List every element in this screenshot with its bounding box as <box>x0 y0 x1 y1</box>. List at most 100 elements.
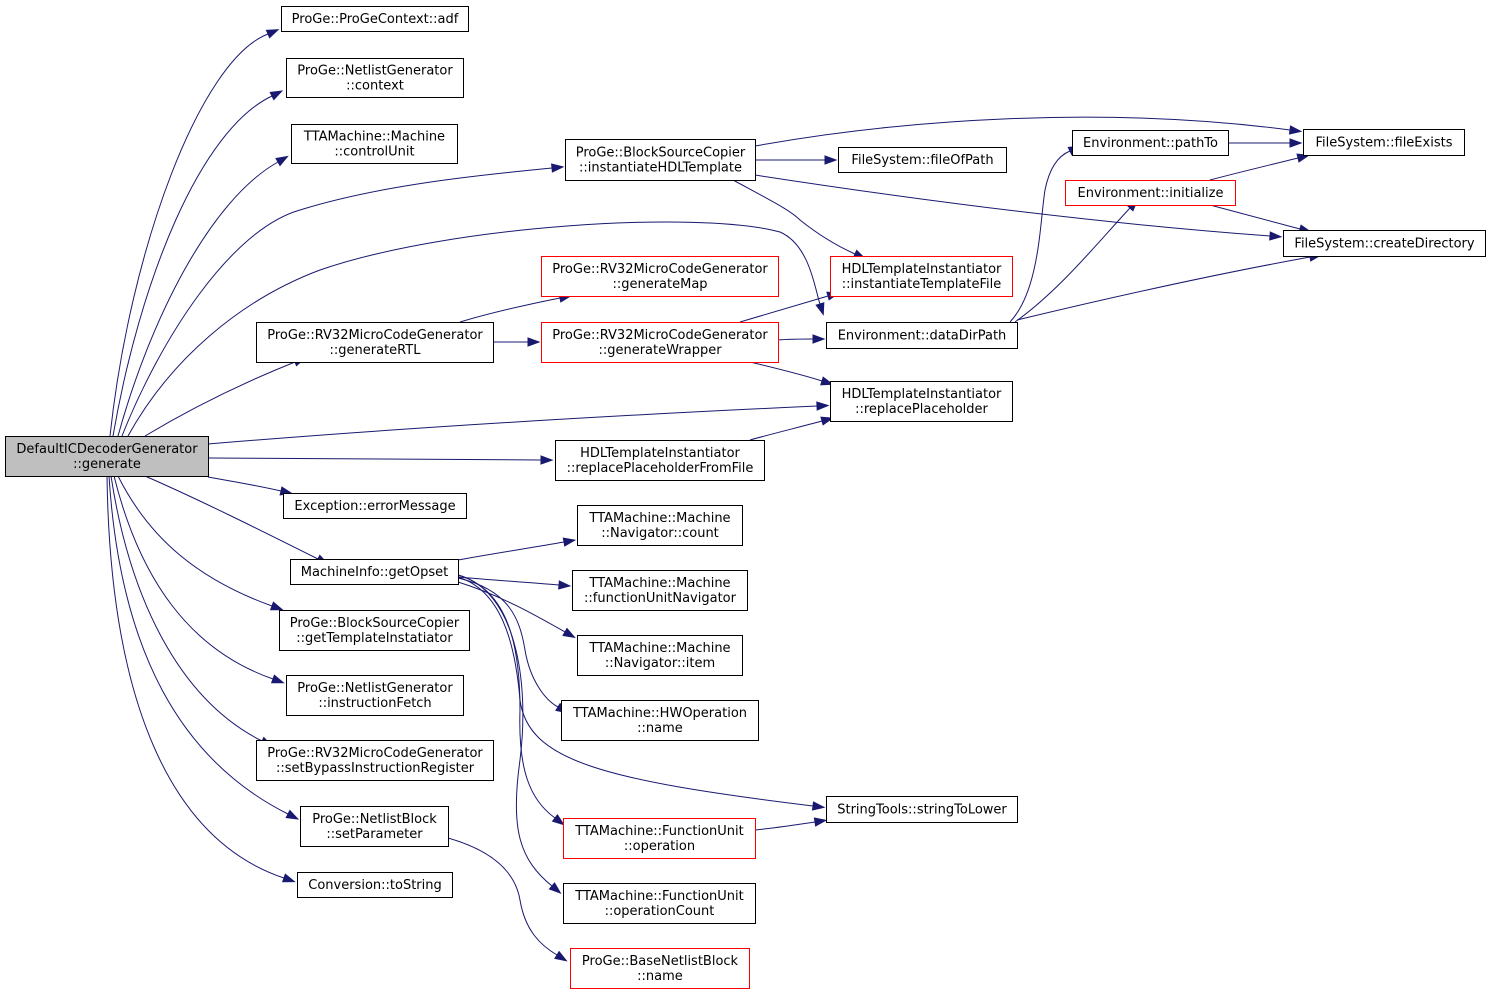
node-box <box>286 675 464 716</box>
edge-root-to-replace_ph_file <box>207 455 554 465</box>
edge-line <box>144 361 296 437</box>
node-box <box>5 436 209 477</box>
node-replace_ph[interactable]: HDLTemplateInstantiator::replacePlacehol… <box>830 381 1013 422</box>
node-box <box>561 700 759 741</box>
node-box <box>1072 130 1229 156</box>
node-box <box>577 635 743 676</box>
arrowhead-root-to-get_tmpl <box>269 601 284 611</box>
edge-line <box>144 475 319 560</box>
node-str_lower[interactable]: StringTools::stringToLower <box>826 796 1018 823</box>
edge-root-to-set_param <box>108 475 300 820</box>
node-label-line: ::instructionFetch <box>318 696 431 711</box>
node-ng_context[interactable]: ProGe::NetlistGenerator::context <box>286 58 464 98</box>
node-fu_operation[interactable]: TTAMachine::FunctionUnit::operation <box>563 818 756 859</box>
arrowhead-get_opset-to-fu_operation <box>551 813 565 826</box>
node-base_name[interactable]: ProGe::BaseNetlistBlock::name <box>570 948 750 989</box>
edge-line <box>207 457 542 461</box>
arrowhead-root-to-to_string <box>281 873 296 883</box>
arrowhead-inst_hdl-to-create_dir <box>1269 231 1283 241</box>
node-label-line: TTAMachine::Machine <box>588 511 730 526</box>
node-gen_map[interactable]: ProGe::RV32MicroCodeGenerator::generateM… <box>541 256 779 297</box>
edge-path_to-to-file_exists <box>1227 138 1303 148</box>
edge-line <box>108 475 289 815</box>
node-fu_nav[interactable]: TTAMachine::Machine::functionUnitNavigat… <box>572 570 748 611</box>
node-box <box>281 6 469 32</box>
node-gen_wrapper[interactable]: ProGe::RV32MicroCodeGenerator::generateW… <box>541 322 779 363</box>
edge-inst_hdl-to-create_dir <box>754 174 1283 241</box>
edge-line <box>457 576 560 586</box>
edge-line <box>457 574 553 887</box>
edge-line <box>457 577 559 708</box>
edges-layer <box>106 29 1323 962</box>
edge-root-to-data_dir <box>127 221 825 437</box>
node-label-line: HDLTemplateInstantiator <box>842 387 1002 402</box>
node-nav_count[interactable]: TTAMachine::Machine::Navigator::count <box>577 505 743 546</box>
arrowhead-replace_ph_file-to-replace_ph <box>820 416 835 426</box>
arrowhead-get_opset-to-nav_item <box>562 627 576 639</box>
node-label-line: ::name <box>637 721 683 736</box>
node-label-line: HDLTemplateInstantiator <box>842 262 1002 277</box>
edge-root-to-ng_context <box>112 90 284 437</box>
edge-gen_wrapper-to-data_dir <box>777 334 826 344</box>
arrowhead-get_opset-to-fu_opcount <box>548 882 562 894</box>
node-root[interactable]: DefaultICDecoderGenerator::generate <box>5 436 209 477</box>
edge-root-to-replace_ph <box>207 401 830 445</box>
arrowhead-gen_wrapper-to-data_dir <box>812 334 826 344</box>
node-inst_tmpl_file[interactable]: HDLTemplateInstantiator::instantiateTemp… <box>830 256 1013 297</box>
edge-line <box>459 297 561 323</box>
edge-line <box>739 295 829 323</box>
edge-root-to-adf <box>109 29 280 437</box>
node-box <box>572 570 748 611</box>
edge-line <box>754 116 1291 147</box>
node-box <box>541 256 779 297</box>
edge-root-to-inst_hdl <box>121 163 565 437</box>
edge-get_opset-to-fu_nav <box>457 576 572 590</box>
node-replace_ph_file[interactable]: HDLTemplateInstantiator::replacePlacehol… <box>555 440 765 481</box>
node-instr_fetch[interactable]: ProGe::NetlistGenerator::instructionFetc… <box>286 675 464 716</box>
node-err_msg[interactable]: Exception::errorMessage <box>283 493 467 519</box>
node-set_bypass[interactable]: ProGe::RV32MicroCodeGenerator::setBypass… <box>256 740 494 781</box>
node-label-line: ProGe::BlockSourceCopier <box>576 146 746 161</box>
node-file_of_path[interactable]: FileSystem::fileOfPath <box>838 147 1007 173</box>
node-label-line: FileSystem::fileExists <box>1316 136 1453 151</box>
edge-gen_wrapper-to-replace_ph <box>749 361 834 386</box>
node-label-line: ::generateRTL <box>330 343 422 358</box>
edge-line <box>106 475 285 879</box>
node-gen_rtl[interactable]: ProGe::RV32MicroCodeGenerator::generateR… <box>256 322 494 363</box>
node-box <box>577 505 743 546</box>
edge-get_opset-to-nav_count <box>457 537 577 561</box>
edge-line <box>1009 150 1071 323</box>
node-fu_opcount[interactable]: TTAMachine::FunctionUnit::operationCount <box>563 883 756 924</box>
node-control_unit[interactable]: TTAMachine::Machine::controlUnit <box>291 124 458 164</box>
node-env_init[interactable]: Environment::initialize <box>1065 180 1236 206</box>
node-label-line: ::setBypassInstructionRegister <box>276 761 475 776</box>
node-file_exists[interactable]: FileSystem::fileExists <box>1303 129 1465 156</box>
edge-data_dir-to-create_dir <box>1016 252 1323 321</box>
node-set_param[interactable]: ProGe::NetlistBlock::setParameter <box>300 806 449 847</box>
node-label-line: ProGe::NetlistBlock <box>312 812 437 827</box>
node-get_opset[interactable]: MachineInfo::getOpset <box>290 559 459 585</box>
node-inst_hdl[interactable]: ProGe::BlockSourceCopier::instantiateHDL… <box>565 139 756 181</box>
node-hwop_name[interactable]: TTAMachine::HWOperation::name <box>561 700 759 741</box>
node-get_tmpl[interactable]: ProGe::BlockSourceCopier::getTemplateIns… <box>279 610 470 651</box>
arrowhead-env_init-to-file_exists <box>1296 153 1311 163</box>
node-create_dir[interactable]: FileSystem::createDirectory <box>1283 230 1486 257</box>
edge-get_opset-to-nav_item <box>457 581 576 639</box>
node-path_to[interactable]: Environment::pathTo <box>1072 130 1229 156</box>
arrowhead-inst_hdl-to-file_of_path <box>824 155 838 165</box>
node-label-line: Environment::initialize <box>1078 186 1224 201</box>
node-box <box>297 872 453 898</box>
edge-line <box>1209 157 1299 181</box>
node-label-line: ::context <box>346 79 404 94</box>
edge-line <box>117 475 273 607</box>
node-to_string[interactable]: Conversion::toString <box>297 872 453 898</box>
node-adf[interactable]: ProGe::ProGeContext::adf <box>281 6 469 32</box>
node-nav_item[interactable]: TTAMachine::Machine::Navigator::item <box>577 635 743 676</box>
node-box <box>1303 129 1465 156</box>
node-data_dir[interactable]: Environment::dataDirPath <box>826 322 1018 349</box>
node-box <box>256 322 494 363</box>
edge-env_init-to-create_dir <box>1209 204 1313 234</box>
edge-inst_hdl-to-inst_tmpl_file <box>732 179 867 260</box>
node-label-line: ProGe::BaseNetlistBlock <box>582 954 739 969</box>
edge-line <box>457 581 566 633</box>
